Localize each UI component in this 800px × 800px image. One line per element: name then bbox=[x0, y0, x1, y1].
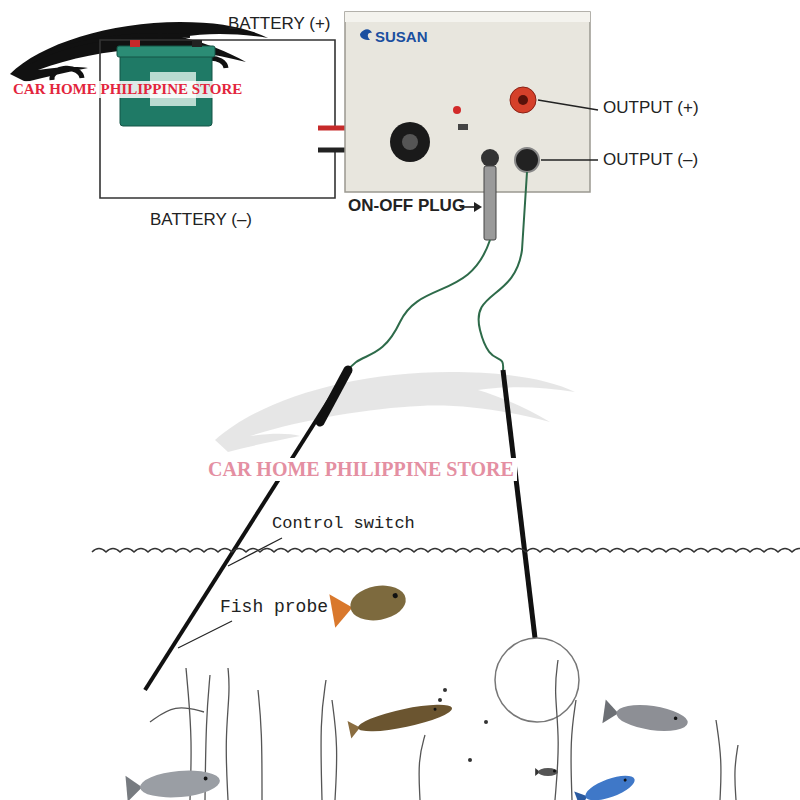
plant-stem bbox=[321, 680, 326, 800]
terminal-label: OUTPUT (–) bbox=[603, 150, 698, 170]
terminal-label: OUTPUT (+) bbox=[603, 98, 699, 118]
leader-line bbox=[178, 621, 232, 648]
fish-body bbox=[347, 581, 408, 624]
bubble bbox=[443, 688, 447, 692]
bubbles bbox=[438, 688, 488, 762]
bubble bbox=[484, 720, 488, 724]
callout-label: Fish probe bbox=[220, 597, 328, 618]
plug-socket bbox=[481, 149, 499, 167]
fish bbox=[125, 768, 221, 800]
battery-terminal bbox=[130, 40, 140, 47]
on-off-plug bbox=[484, 166, 496, 240]
output-plus-terminal bbox=[510, 87, 536, 113]
ring-probe-pole bbox=[503, 370, 535, 638]
fish-body bbox=[538, 768, 558, 776]
water-plants bbox=[150, 660, 738, 800]
ring-cable bbox=[479, 172, 527, 370]
watermark-car bbox=[215, 372, 575, 452]
pointer-arrow-head bbox=[474, 202, 482, 212]
fish-body bbox=[582, 771, 637, 800]
indicator-light bbox=[453, 106, 461, 114]
plant-stem bbox=[150, 708, 204, 722]
plant-stem bbox=[332, 700, 337, 800]
switch-cable bbox=[347, 240, 490, 372]
fish-group bbox=[125, 581, 689, 800]
fish-eye bbox=[433, 708, 437, 712]
inverter-device bbox=[345, 12, 598, 240]
output-plus-core bbox=[518, 95, 528, 105]
fish-body bbox=[615, 701, 690, 735]
device-box: SUSAN bbox=[345, 12, 590, 192]
bubble bbox=[468, 758, 472, 762]
fish bbox=[602, 699, 689, 735]
ring-net bbox=[495, 638, 579, 722]
battery-wiring bbox=[100, 40, 350, 198]
battery-wire bbox=[100, 40, 335, 198]
plant-stem bbox=[716, 720, 721, 800]
device-top-band bbox=[345, 12, 590, 22]
plant-stem bbox=[226, 668, 229, 800]
logo-car-wheel bbox=[52, 68, 82, 80]
battery-terminal bbox=[192, 40, 202, 47]
leader-line bbox=[538, 100, 598, 110]
plant-stem bbox=[258, 690, 262, 800]
fish bbox=[574, 771, 637, 800]
fish bbox=[348, 699, 454, 738]
bubble bbox=[438, 698, 442, 702]
fish bbox=[535, 768, 558, 776]
battery-label: BATTERY (+) bbox=[228, 14, 331, 34]
plant-stem bbox=[571, 700, 576, 800]
fish-eye bbox=[623, 778, 627, 782]
fish-body bbox=[356, 699, 454, 737]
plant-stem bbox=[419, 735, 425, 800]
fish-body bbox=[139, 768, 221, 800]
brand-bird bbox=[360, 29, 372, 40]
callout-label: Control switch bbox=[272, 514, 415, 534]
battery-label: BATTERY (–) bbox=[150, 210, 252, 230]
output-minus-terminal bbox=[515, 148, 539, 172]
brand-name: SUSAN bbox=[375, 28, 428, 45]
fish-eye bbox=[204, 776, 208, 780]
store-watermark: CAR HOME PHILIPPINE STORE bbox=[10, 81, 245, 98]
store-watermark: CAR HOME PHILIPPINE STORE bbox=[205, 458, 517, 481]
power-knob-cap bbox=[402, 134, 418, 150]
water-surface bbox=[92, 549, 800, 553]
power-knob bbox=[390, 122, 430, 162]
toggle-switch bbox=[458, 124, 468, 130]
fish bbox=[329, 581, 408, 627]
plant-stem bbox=[555, 660, 558, 800]
battery-lid bbox=[117, 46, 215, 57]
probe-cables bbox=[145, 172, 579, 722]
leader-line bbox=[541, 159, 598, 160]
fish-eye bbox=[674, 716, 678, 720]
fish-eye bbox=[553, 770, 556, 773]
plant-stem bbox=[735, 745, 738, 800]
fish-eye bbox=[392, 593, 398, 599]
plug-label: ON-OFF PLUG bbox=[348, 196, 465, 216]
watermark-logo bbox=[215, 372, 575, 452]
